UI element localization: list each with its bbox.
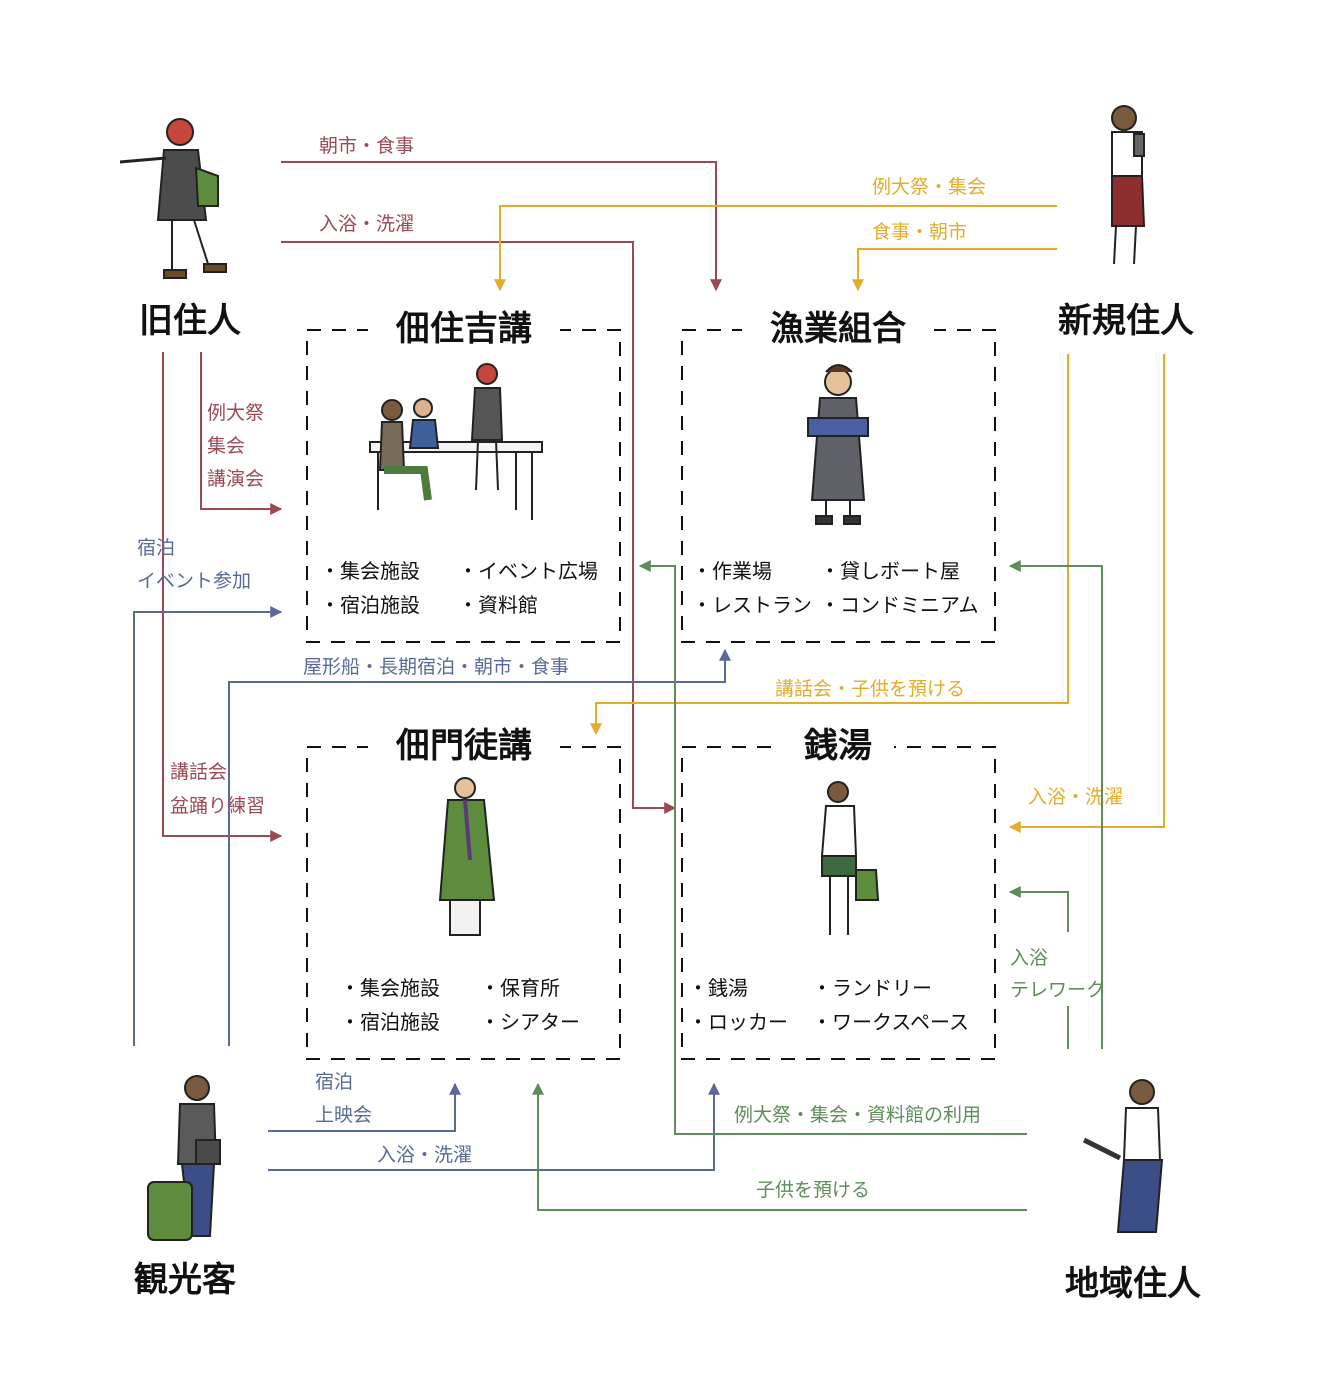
flow-arrow-old-tsukumon <box>162 352 283 842</box>
meeting-illustration <box>369 363 543 520</box>
flow-arrow-tourist-sento <box>268 1082 720 1171</box>
flow-label: 例大祭 <box>207 402 264 424</box>
flow-label: 入浴 <box>1010 947 1048 969</box>
flow-arrow-local-tsukumon <box>532 1082 1027 1211</box>
actor-label-new: 新規住人 <box>1058 301 1194 341</box>
box-title-tsukuyoshi: 佃住吉講 <box>395 309 532 349</box>
flow-label: イベント参加 <box>137 570 251 592</box>
flow-label: 入浴・洗濯 <box>1028 786 1123 808</box>
flow-label: 宿泊 <box>137 537 175 559</box>
new-resident-flows <box>494 205 1165 833</box>
flow-arrow-new-tsukumon <box>590 354 1069 736</box>
tourist-illustration <box>147 1075 221 1241</box>
facility-item: ・集会施設 <box>340 976 440 1000</box>
actor-label-tourist: 観光客 <box>134 1260 236 1300</box>
flow-arrow-tourist-gyogyo <box>228 648 731 1046</box>
old-resident-flows <box>162 161 722 842</box>
flow-arrow-new-gyogyo <box>852 248 1057 292</box>
facility-item: ・貸しボート屋 <box>820 559 960 583</box>
monk-illustration <box>438 777 496 936</box>
flow-label: 食事・朝市 <box>872 221 967 243</box>
flow-arrow-new-sento <box>1008 354 1165 833</box>
flow-label: 子供を預ける <box>756 1179 870 1201</box>
flow-label: 講話会・子供を預ける <box>775 678 965 700</box>
flow-label: 上映会 <box>315 1104 372 1126</box>
flow-label: 宿泊 <box>315 1071 353 1093</box>
local-resident-illustration <box>1082 1079 1164 1233</box>
actor-label-local: 地域住人 <box>1065 1264 1201 1304</box>
flow-arrow-new-tsukuyoshi <box>494 205 1057 292</box>
facility-item: ・ロッカー <box>688 1010 788 1034</box>
tourist-flows <box>133 606 731 1171</box>
actor-label-old: 旧住人 <box>139 301 241 341</box>
facility-item: ・資料館 <box>458 593 538 617</box>
flow-label: 入浴・洗濯 <box>319 213 414 235</box>
facility-item: ・レストラン <box>692 593 812 617</box>
fisherman-illustration <box>807 364 869 525</box>
flow-arrow-local-tsukuyoshi <box>638 560 1027 1135</box>
box-title-tsukumon: 佃門徒講 <box>395 726 532 766</box>
flow-label: 入浴・洗濯 <box>377 1144 472 1166</box>
flow-label: 屋形船・長期宿泊・朝市・食事 <box>303 656 569 678</box>
flow-arrow-old-sento <box>281 241 677 814</box>
flow-label: 講話会 <box>170 761 227 783</box>
flow-label: 盆踊り練習 <box>170 795 265 817</box>
facility-item: ・ワークスペース <box>812 1010 969 1034</box>
flow-arrow-old-gyogyo <box>281 161 722 292</box>
facility-item: ・コンドミニアム <box>820 593 979 617</box>
flow-arrow-local-gyogyo <box>1008 560 1103 1049</box>
local-resident-flows <box>532 560 1103 1211</box>
box-title-gyogyo: 漁業組合 <box>770 309 906 349</box>
flow-label: 例大祭・集会 <box>872 176 986 198</box>
flow-label: 集会 <box>207 435 245 457</box>
facility-item: ・イベント広場 <box>458 559 598 583</box>
flow-label: テレワーク <box>1010 979 1105 1001</box>
bather-illustration <box>820 781 880 935</box>
flow-arrow-old-tsukuyoshi <box>200 352 283 515</box>
facility-item: ・銭湯 <box>688 976 748 1000</box>
facility-item: ・宿泊施設 <box>320 593 420 617</box>
flow-arrow-tourist-tsukumon <box>268 1082 461 1132</box>
flow-arrow-tourist-tsukuyoshi <box>133 606 283 1046</box>
facility-item: ・宿泊施設 <box>340 1010 440 1034</box>
old-resident-illustration <box>119 118 227 279</box>
box-title-sento: 銭湯 <box>803 726 872 766</box>
new-resident-illustration <box>1111 105 1146 265</box>
facility-item: ・ランドリー <box>812 976 932 1000</box>
flow-arrow-local-sento <box>1010 892 1069 1049</box>
facility-item: ・集会施設 <box>320 559 420 583</box>
facility-item: ・作業場 <box>692 559 772 583</box>
facility-item: ・保育所 <box>480 976 560 1000</box>
flow-label: 例大祭・集会・資料館の利用 <box>734 1104 981 1126</box>
flow-label: 講演会 <box>207 468 264 490</box>
facility-item: ・シアター <box>480 1010 580 1034</box>
flow-label: 朝市・食事 <box>319 135 414 157</box>
